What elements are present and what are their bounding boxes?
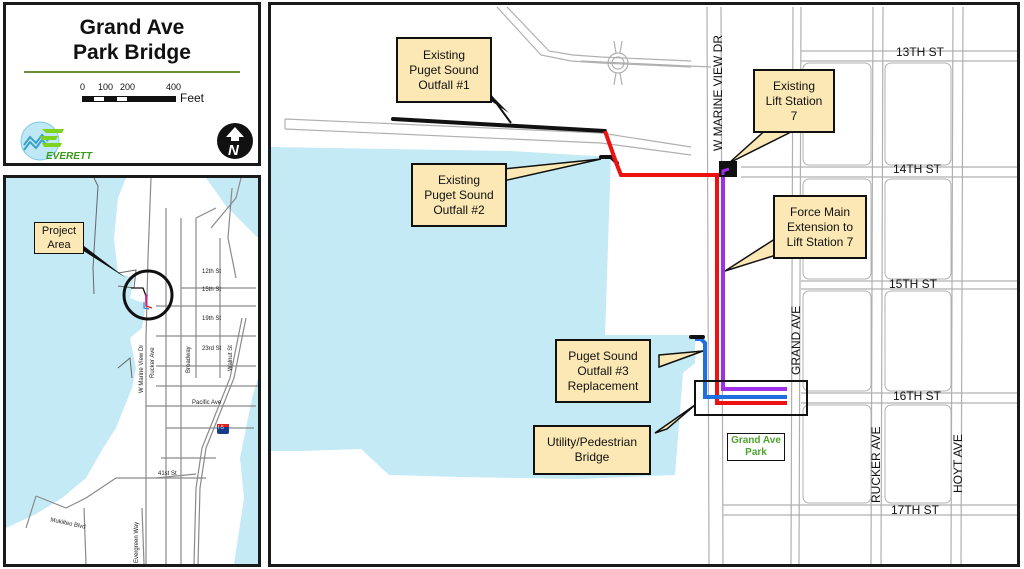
scale-tick-100: 100 [98, 82, 114, 92]
force-main-purple [721, 171, 787, 391]
callout-text: Bridge [574, 450, 610, 464]
callout-text: Lift Station 7 [786, 234, 854, 249]
street-label-17th: 17TH ST [891, 503, 940, 517]
project-area-circle [122, 269, 174, 321]
inset-street-label: 12th St [202, 269, 222, 275]
inset-map-graphic [6, 178, 258, 564]
inset-street-label: Pacific Ave [192, 400, 222, 406]
park-label-line: Park [745, 447, 767, 458]
callout-text: Existing [437, 172, 481, 187]
inset-street-label: 19th St [202, 316, 222, 322]
bridge-highlight-box [694, 380, 808, 416]
street-label-16th: 16TH ST [893, 389, 942, 403]
scale-unit: Feet [180, 91, 205, 105]
street-label-hoyt-ave: HOYT AVE [951, 434, 965, 493]
callout-text: Puget Sound [568, 348, 638, 363]
inset-street-label: 41st St [158, 471, 177, 477]
existing-outfall-1-line [391, 117, 607, 133]
callout-existing-lift-station-7: Existing Lift Station 7 [753, 69, 835, 133]
scale-tick-0: 0 [80, 82, 86, 92]
street-label-w-marine-view-dr: W MARINE VIEW DR [711, 35, 725, 151]
title-line-1: Grand Ave [79, 16, 185, 39]
callout-text: Extension to [786, 219, 854, 234]
callout-text: Existing [422, 47, 466, 62]
north-arrow-icon: N [216, 122, 254, 160]
title-line-2: Park Bridge [73, 41, 191, 64]
inset-street-label: 15th St [202, 287, 222, 293]
callout-text: Puget Sound [424, 187, 494, 202]
scale-segment [117, 97, 127, 101]
map-title: Grand Ave Park Bridge [6, 15, 258, 65]
callout-text: Lift Station [765, 93, 823, 108]
scale-bar: 0 100 200 400 Feet [80, 82, 220, 108]
callout-text: Force Main [789, 204, 851, 219]
everett-city-logo-icon: EVERETT [20, 119, 100, 163]
callout-existing-outfall-1: Existing Puget Sound Outfall #1 [396, 37, 492, 103]
svg-text:N: N [228, 142, 240, 159]
callout-text: Outfall #1 [418, 77, 470, 92]
street-label-grand-ave: GRAND AVE [789, 305, 803, 375]
title-panel: Grand Ave Park Bridge 0 100 200 400 Feet… [3, 2, 261, 166]
scale-bar-graphic [82, 96, 176, 102]
inset-street-label: Broadway [186, 346, 192, 373]
scale-tick-200: 200 [120, 82, 136, 92]
callout-outfall-3-replacement: Puget Sound Outfall #3 Replacement [555, 339, 651, 403]
new-outfall-pipe-red [603, 130, 787, 405]
callout-text: Replacement [567, 378, 639, 393]
inset-street-label: Walnut St [228, 345, 234, 371]
inset-street-label: 23rd St [202, 346, 222, 352]
main-project-map: Existing Puget Sound Outfall #1 Existing… [268, 2, 1020, 567]
inset-locator-map: Project Area 12th St 15th St 19th St 23r… [3, 175, 261, 567]
scale-tick-400: 400 [166, 82, 182, 92]
callout-existing-outfall-2: Existing Puget Sound Outfall #2 [411, 163, 507, 227]
callout-text: Utility/Pedestrian [546, 435, 638, 449]
callout-text: 7 [790, 108, 798, 123]
inset-street-label: Evergreen Way [134, 521, 140, 563]
street-label-15th: 15TH ST [889, 277, 938, 291]
street-label-13th: 13TH ST [896, 45, 945, 59]
scale-segment [94, 97, 104, 101]
title-divider [24, 71, 240, 73]
svg-text:EVERETT: EVERETT [46, 151, 93, 162]
park-label-line: Grand Ave [731, 435, 781, 446]
grand-ave-park-label: Grand Ave Park [727, 433, 785, 461]
callout-text: Outfall #3 [577, 363, 629, 378]
inset-street-label: Rucker Ave [150, 347, 156, 378]
street-label-14th: 14TH ST [893, 162, 942, 176]
street-label-rucker-ave: RUCKER AVE [869, 426, 883, 503]
callout-utility-pedestrian-bridge: Utility/Pedestrian Bridge [533, 425, 651, 475]
project-area-callout: Project Area [34, 222, 84, 254]
callout-text: Existing [772, 78, 816, 93]
callout-text: Outfall #2 [433, 202, 485, 217]
i5-shield-icon: I-5 [218, 425, 224, 431]
inset-street-label: W Marine View Dr [139, 344, 145, 393]
callout-text: Puget Sound [409, 62, 479, 77]
callout-force-main-extension: Force Main Extension to Lift Station 7 [773, 195, 867, 259]
